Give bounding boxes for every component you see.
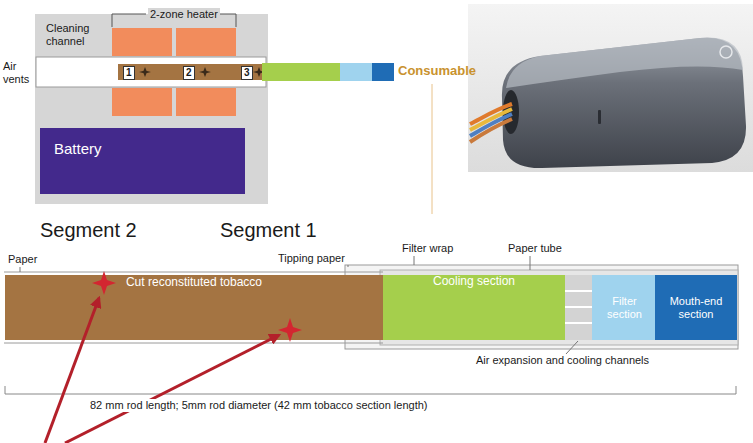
consumable-cooling	[262, 63, 340, 81]
heater-zone	[176, 88, 236, 116]
measure-point	[199, 67, 211, 77]
heating-chamber	[36, 57, 266, 87]
callout-number: 2	[183, 66, 195, 80]
mouth-end-section: Mouth-end section	[655, 275, 737, 340]
segment-label: Segment 2	[40, 219, 137, 242]
part-label: Paper tube	[508, 242, 562, 255]
photo-wire	[470, 119, 512, 142]
tobacco-section: Cut reconstituted tobacco	[5, 275, 383, 340]
device-button	[720, 46, 732, 58]
heater-zone	[112, 88, 172, 116]
dimension-label: 82 mm rod length; 5mm rod diameter (42 m…	[88, 399, 429, 412]
pointer-arrow	[45, 298, 99, 443]
callout-number: 1	[123, 66, 135, 80]
device-slot-mark	[598, 110, 601, 124]
consumable-leader	[432, 84, 433, 214]
heater-zone	[112, 28, 172, 56]
node-text: Mouth-end section	[659, 295, 733, 320]
node-text: Battery	[54, 140, 102, 157]
paper-edge	[4, 272, 383, 273]
leader-line	[414, 256, 415, 265]
leader-line	[530, 256, 531, 270]
cooling-section: Cooling section	[383, 275, 565, 340]
photo-background	[468, 4, 753, 172]
heater-label: 2-zone heater	[148, 8, 220, 21]
battery-block: Battery	[40, 128, 245, 194]
vent-label: Air vents	[3, 60, 33, 85]
tobacco-rod	[118, 64, 262, 80]
node-text: Cut reconstituted tobacco	[124, 275, 264, 291]
part-label: Air expansion and cooling channels	[476, 354, 649, 367]
air-channel-line	[565, 290, 592, 292]
consumable-label: Consumable	[398, 64, 476, 79]
segment-marker	[92, 271, 116, 295]
part-label: Paper	[8, 253, 37, 266]
leader-line	[566, 341, 578, 354]
tipping-paper	[345, 265, 738, 349]
air-channels	[565, 275, 592, 340]
air-channel-line	[565, 306, 592, 308]
measure-point	[139, 67, 151, 77]
air-channel-line	[565, 322, 592, 324]
paper-tube	[380, 270, 738, 345]
callout-number: 3	[241, 66, 253, 80]
part-label: Tipping paper	[278, 252, 345, 265]
heater-zone	[176, 28, 236, 56]
consumable-mouth-end	[372, 63, 394, 81]
photo-wire	[470, 114, 512, 136]
node-text: Cooling section	[433, 275, 515, 289]
device-photo	[502, 38, 746, 168]
photo-wire	[470, 109, 512, 130]
leader-line	[348, 265, 349, 267]
node-text: Filter section	[596, 295, 653, 320]
length-bracket	[5, 386, 736, 394]
part-label: Filter wrap	[402, 242, 453, 255]
filter-section: Filter section	[592, 275, 657, 340]
consumable-filter	[340, 63, 372, 81]
device-housing	[35, 14, 268, 204]
paper-edge	[4, 343, 383, 344]
leader-line	[20, 267, 21, 272]
segment-label: Segment 1	[220, 219, 317, 242]
device-top-face	[506, 38, 743, 88]
channel-label: Cleaning channel	[46, 22, 108, 47]
segment-marker	[278, 318, 302, 342]
pointer-arrow	[65, 335, 279, 443]
